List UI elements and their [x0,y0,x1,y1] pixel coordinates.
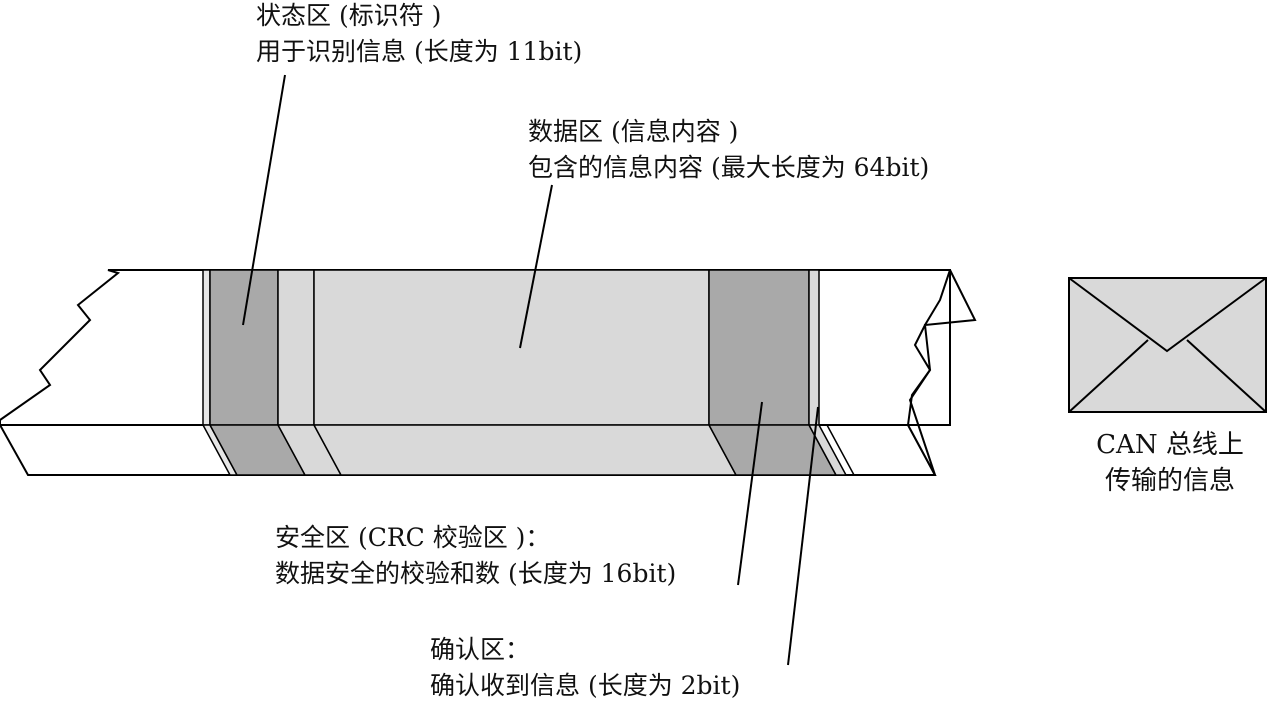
status-segment [210,270,278,425]
status-area-label: 状态区 (标识符 ) 用于识别信息 (长度为 11bit) [256,0,582,70]
ack-area-desc: 确认收到信息 (长度为 2bit) [430,668,740,704]
crc-segment [709,270,809,425]
ack-area-title: 确认区： [430,632,740,668]
sof-segment [203,270,210,425]
data-segment-front [314,425,736,475]
control-segment [278,270,314,425]
data-area-label: 数据区 (信息内容 ) 包含的信息内容 (最大长度为 64bit) [528,114,929,186]
status-area-title: 状态区 (标识符 ) [256,0,582,34]
ack-segment [809,270,819,425]
envelope-icon [1069,278,1266,412]
data-area-title: 数据区 (信息内容 ) [528,114,929,150]
envelope-caption-line2: 传输的信息 [1080,463,1260,499]
safety-area-desc: 数据安全的校验和数 (长度为 16bit) [275,556,676,592]
status-area-desc: 用于识别信息 (长度为 11bit) [256,34,582,70]
safety-area-label: 安全区 (CRC 校验区 )： 数据安全的校验和数 (长度为 16bit) [275,520,676,592]
ack-area-label: 确认区： 确认收到信息 (长度为 2bit) [430,632,740,704]
data-segment [314,270,709,425]
data-area-desc: 包含的信息内容 (最大长度为 64bit) [528,150,929,186]
envelope-caption-line1: CAN 总线上 [1080,427,1260,463]
envelope-caption: CAN 总线上 传输的信息 [1080,427,1260,499]
safety-area-title: 安全区 (CRC 校验区 )： [275,520,676,556]
